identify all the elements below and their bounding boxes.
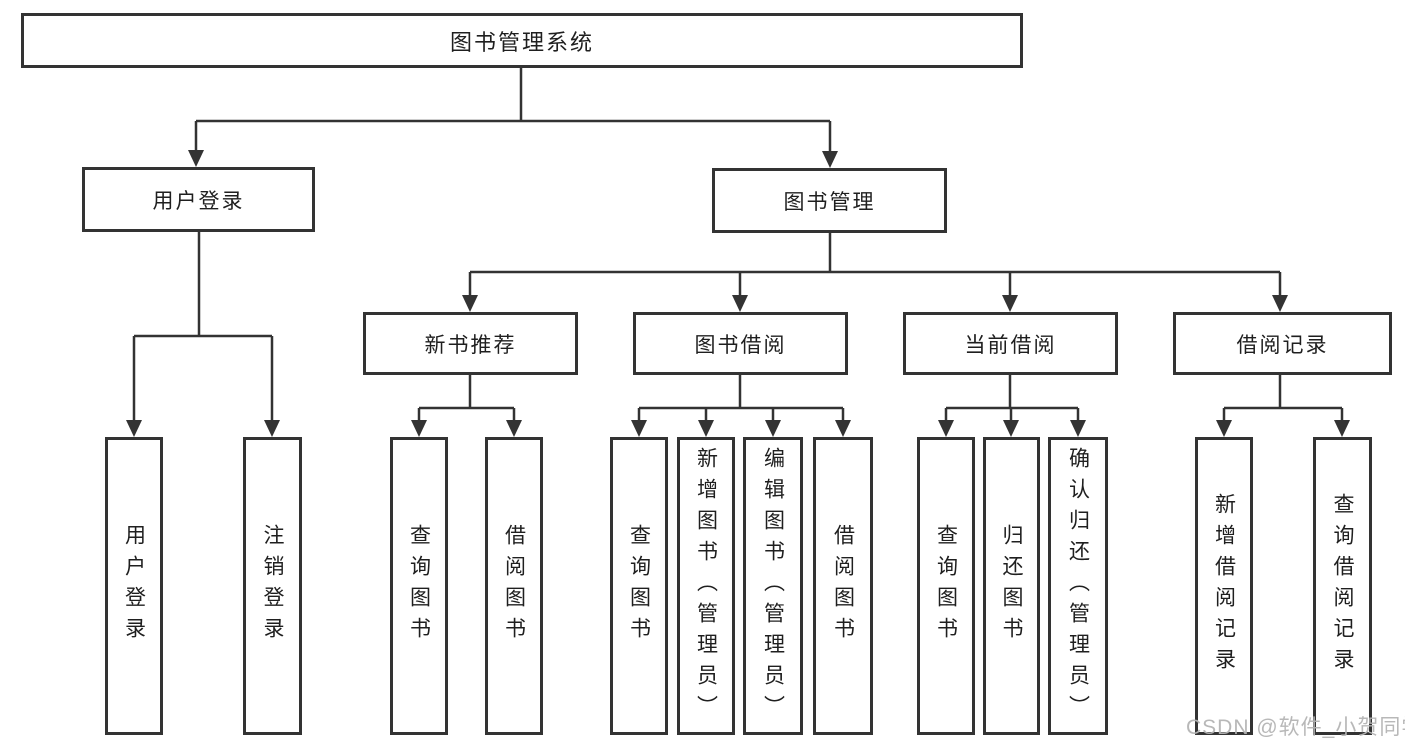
node-leaf-query-books-3: 查询图书 [917,437,975,735]
node-user-login: 用户登录 [82,167,315,232]
csdn-watermark: CSDN @软件_小贺同学 [1186,716,1405,739]
node-book-borrow: 图书借阅 [633,312,848,375]
node-leaf-borrow-books-2: 借阅图书 [813,437,873,735]
node-leaf-query-books-2: 查询图书 [610,437,668,735]
node-book-management: 图书管理 [712,168,947,233]
node-leaf-query-books-1: 查询图书 [390,437,448,735]
node-leaf-query-borrow-record: 查询借阅记录 [1313,437,1372,735]
node-current-borrow: 当前借阅 [903,312,1118,375]
node-borrow-records: 借阅记录 [1173,312,1392,375]
node-leaf-add-book-admin: 新增图书（管理员） [677,437,735,735]
node-leaf-borrow-books-1: 借阅图书 [485,437,543,735]
node-leaf-edit-book-admin: 编辑图书（管理员） [743,437,803,735]
node-leaf-confirm-return-admin: 确认归还（管理员） [1048,437,1108,735]
node-leaf-add-borrow-record: 新增借阅记录 [1195,437,1253,735]
node-leaf-return-book: 归还图书 [983,437,1040,735]
node-new-book-recommend: 新书推荐 [363,312,578,375]
node-leaf-logout: 注销登录 [243,437,302,735]
node-leaf-user-login: 用户登录 [105,437,163,735]
node-library-management-system: 图书管理系统 [21,13,1023,68]
